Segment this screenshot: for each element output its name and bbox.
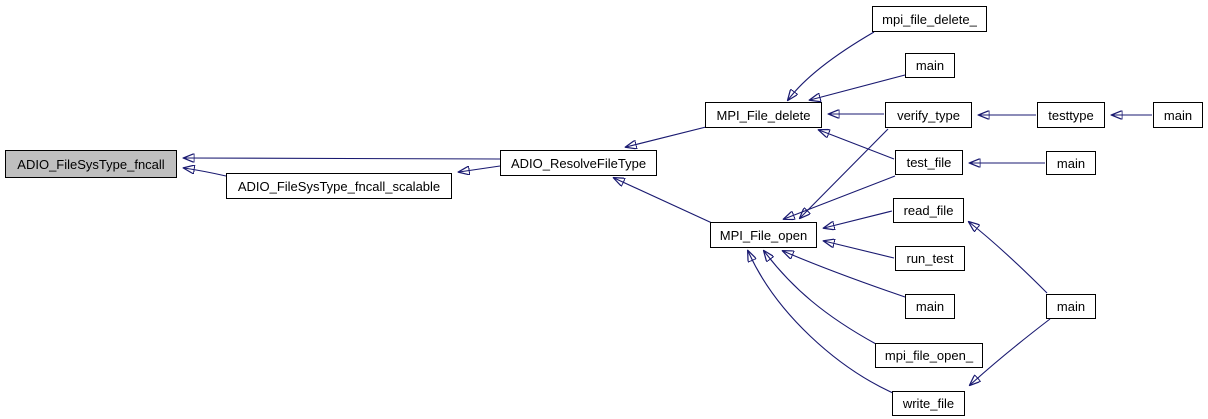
edge-read-file-to-mpi-file-open	[824, 210, 893, 228]
node-test-file[interactable]: test_file	[895, 150, 963, 175]
edge-resolvefiletype-to-fncall-scalable	[459, 165, 501, 172]
node-read-file[interactable]: read_file	[893, 198, 964, 223]
node-testtype[interactable]: testtype	[1037, 102, 1105, 128]
edge-mpi-file-open-to-resolvefiletype	[614, 178, 713, 224]
node-main-top-right[interactable]: main	[1153, 102, 1203, 128]
edge-test-file-to-mpi-file-open	[784, 175, 896, 219]
node-main-bottom-center[interactable]: main	[905, 294, 955, 319]
node-mpi-file-delete[interactable]: MPI_File_delete	[705, 102, 822, 128]
node-mpi-file-open[interactable]: MPI_File_open	[710, 222, 817, 248]
node-verify-type[interactable]: verify_type	[885, 102, 972, 128]
edge-write-file-to-mpi-file-open	[748, 251, 894, 394]
edge-main-bottom-right-to-write-file	[970, 318, 1051, 385]
edge-mpi-file-open-underscore-to-mpi-file-open	[764, 251, 877, 345]
node-run-test[interactable]: run_test	[895, 246, 965, 271]
node-mpi-file-delete-underscore[interactable]: mpi_file_delete_	[872, 6, 987, 32]
edge-main-top-to-mpi-file-delete	[810, 74, 906, 100]
edge-main-bottom-center-to-mpi-file-open	[783, 251, 906, 298]
edge-main-bottom-right-to-read-file	[969, 222, 1048, 294]
edge-fncall-scalable-to-fncall	[184, 168, 227, 177]
edge-mpi-file-delete-underscore-to-mpi-file-delete	[788, 31, 875, 100]
node-main-bottom-right[interactable]: main	[1046, 294, 1096, 319]
node-adio-resolvefiletype[interactable]: ADIO_ResolveFileType	[500, 150, 657, 176]
edge-test-file-to-mpi-file-delete	[819, 130, 895, 160]
edge-run-test-to-mpi-file-open	[824, 241, 895, 259]
node-main-top[interactable]: main	[905, 53, 955, 78]
edge-verify-type-to-mpi-file-open	[800, 128, 889, 218]
node-main-mid-right[interactable]: main	[1046, 151, 1096, 175]
node-write-file[interactable]: write_file	[892, 391, 965, 416]
edge-resolvefiletype-to-fncall	[184, 158, 501, 159]
edge-mpi-file-delete-to-resolvefiletype	[626, 126, 707, 147]
node-adio-filesystype-fncall-scalable[interactable]: ADIO_FileSysType_fncall_scalable	[226, 173, 452, 199]
node-adio-filesystype-fncall: ADIO_FileSysType_fncall	[5, 150, 177, 178]
node-mpi-file-open-underscore[interactable]: mpi_file_open_	[875, 343, 983, 368]
